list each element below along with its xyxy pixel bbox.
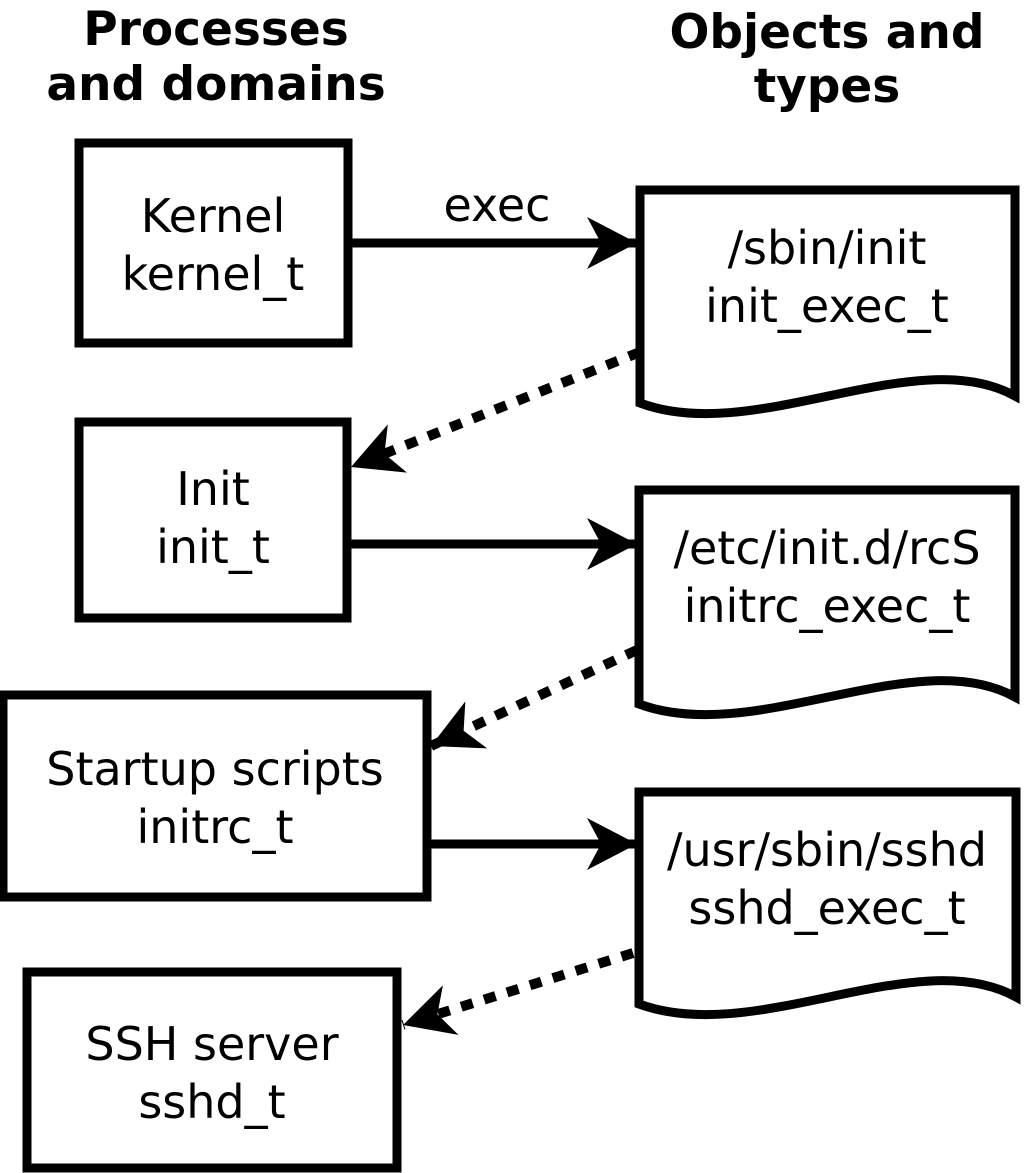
left-column-header-line1: Processes bbox=[83, 2, 348, 57]
document-sbin-init-path: /sbin/init bbox=[728, 221, 927, 275]
exec-arrow-label: exec bbox=[444, 178, 551, 232]
process-box-kernel bbox=[74, 138, 353, 348]
transition-arrow-rcs-to-startup bbox=[428, 645, 640, 751]
document-sbin-init bbox=[635, 185, 1020, 419]
document-etc-initd-rcs-path: /etc/init.d/rcS bbox=[673, 521, 980, 575]
process-kernel-name: Kernel bbox=[141, 189, 286, 243]
document-etc-initd-rcs bbox=[634, 485, 1020, 720]
process-box-startup-scripts bbox=[0, 690, 432, 902]
process-init-name: Init bbox=[176, 462, 250, 516]
process-init-type: init_t bbox=[156, 520, 270, 574]
process-ssh-server-name: SSH server bbox=[85, 1017, 338, 1071]
transition-arrow-sbin-init-to-init bbox=[349, 347, 642, 473]
document-usr-sbin-sshd-type: sshd_exec_t bbox=[688, 881, 965, 935]
transition-arrows bbox=[349, 347, 642, 1035]
process-startup-scripts-type: initrc_t bbox=[137, 800, 294, 854]
document-usr-sbin-sshd-path: /usr/sbin/sshd bbox=[667, 823, 987, 877]
transition-arrow-sshd-to-ssh-server bbox=[401, 948, 635, 1035]
process-box-init bbox=[74, 417, 352, 623]
process-kernel-type: kernel_t bbox=[122, 247, 305, 301]
document-usr-sbin-sshd bbox=[634, 787, 1021, 1020]
right-column-header-line1: Objects and bbox=[669, 5, 984, 60]
document-sbin-init-type: init_exec_t bbox=[705, 279, 949, 333]
process-box-ssh-server bbox=[22, 967, 402, 1173]
object-nodes: /sbin/init init_exec_t /etc/init.d/rcS i… bbox=[634, 185, 1021, 1020]
process-ssh-server-type: sshd_t bbox=[138, 1075, 285, 1129]
left-column-header-line2: and domains bbox=[46, 57, 385, 112]
column-headers: Processes and domains Objects and types bbox=[46, 2, 984, 114]
exec-arrows: exec bbox=[347, 178, 637, 870]
document-etc-initd-rcs-type: initrc_exec_t bbox=[684, 579, 971, 633]
process-startup-scripts-name: Startup scripts bbox=[46, 742, 384, 796]
right-column-header-line2: types bbox=[754, 59, 901, 114]
process-nodes: Kernel kernel_t Init init_t Startup scri… bbox=[0, 138, 432, 1173]
